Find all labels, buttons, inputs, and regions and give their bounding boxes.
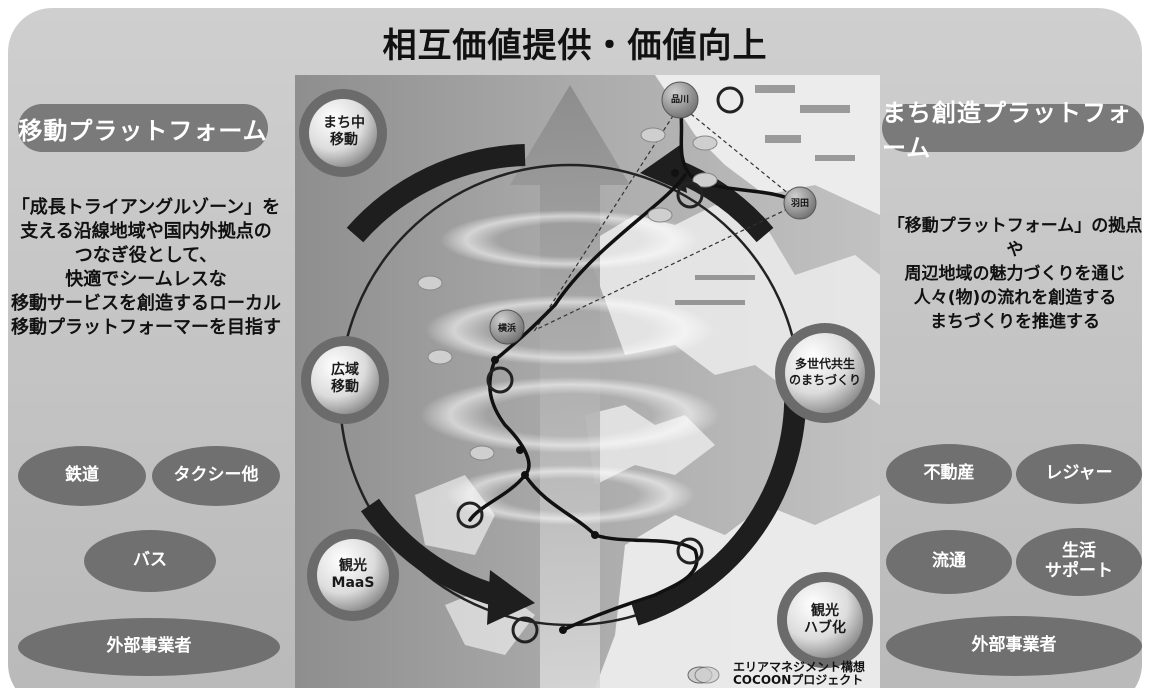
external-operators-left-ellipse: 外部事業者 — [18, 618, 280, 676]
arrowhead-top-right — [640, 145, 687, 193]
route-stations — [491, 169, 679, 634]
mobility-platform-description: 「成長トライアングルゾーン」を 支える沿線地域や国内外拠点の つなぎ役として、 … — [11, 197, 281, 338]
place-yokohama — [489, 309, 525, 345]
bubble-machinaka — [299, 89, 387, 177]
map-detail — [675, 85, 855, 305]
cycle-icons — [456, 86, 744, 644]
place-haneda — [783, 186, 817, 220]
ring-1 — [440, 210, 700, 270]
mobility-platform-header: 移動プラットフォーム — [18, 104, 268, 152]
label-tourism-maas: 観光 MaaS — [331, 558, 375, 591]
bubble-tasedai — [775, 323, 875, 423]
legend-cocoon-text: エリアマネジメント構想 COCOONプロジェクト — [733, 660, 866, 687]
life-support-ellipse: 生活 サポート — [1016, 528, 1142, 596]
town-platform-header: まち創造プラットフォーム — [882, 99, 1144, 162]
growth-triangle — [533, 104, 802, 332]
external-operators-right-ellipse: 外部事業者 — [886, 616, 1142, 676]
label-multigenerational-town: 多世代共生 のまちづくり — [788, 357, 861, 387]
cocoon-markers — [417, 127, 718, 461]
cycle-arrow-bottom-right — [631, 384, 807, 626]
ring-2 — [425, 295, 715, 365]
leisure-ellipse: レジャー — [1016, 444, 1142, 504]
ring-3 — [420, 377, 720, 453]
label-haneda: 羽田 — [790, 199, 809, 209]
cycle-arrow-top-left — [346, 144, 526, 243]
bubble-kouiki — [301, 336, 389, 424]
cycle-diagram — [295, 75, 880, 688]
label-shinagawa: 品川 — [670, 95, 689, 105]
town-platform-description: 「移動プラットフォーム」の拠点や 周辺地域の魅力づくりを通じ 人々(物)の流れを… — [887, 216, 1143, 332]
label-machinaka-move: まち中 移動 — [323, 115, 365, 148]
real-estate-ellipse: 不動産 — [886, 444, 1012, 504]
arrowhead-bottom-left — [487, 570, 535, 625]
diagram-title: 相互価値提供・価値向上 — [382, 26, 768, 66]
cycle-diagram-svg — [295, 75, 880, 688]
label-yokohama: 横浜 — [497, 324, 516, 334]
taxi-ellipse: タクシー他 — [152, 446, 280, 506]
bubble-kankou-hub — [777, 572, 873, 668]
bus-ellipse: バス — [84, 530, 216, 592]
bubble-kankou-maas — [307, 529, 399, 621]
legend-marker — [687, 666, 720, 684]
cycle-arrow-bottom-left — [360, 498, 499, 606]
label-tourism-hub: 観光 ハブ化 — [804, 603, 846, 636]
distribution-ellipse: 流通 — [886, 530, 1012, 594]
ring-4 — [445, 465, 695, 525]
railway-ellipse: 鉄道 — [18, 446, 146, 506]
label-wide-area-move: 広域 移動 — [331, 362, 359, 395]
place-shinagawa — [661, 81, 699, 119]
